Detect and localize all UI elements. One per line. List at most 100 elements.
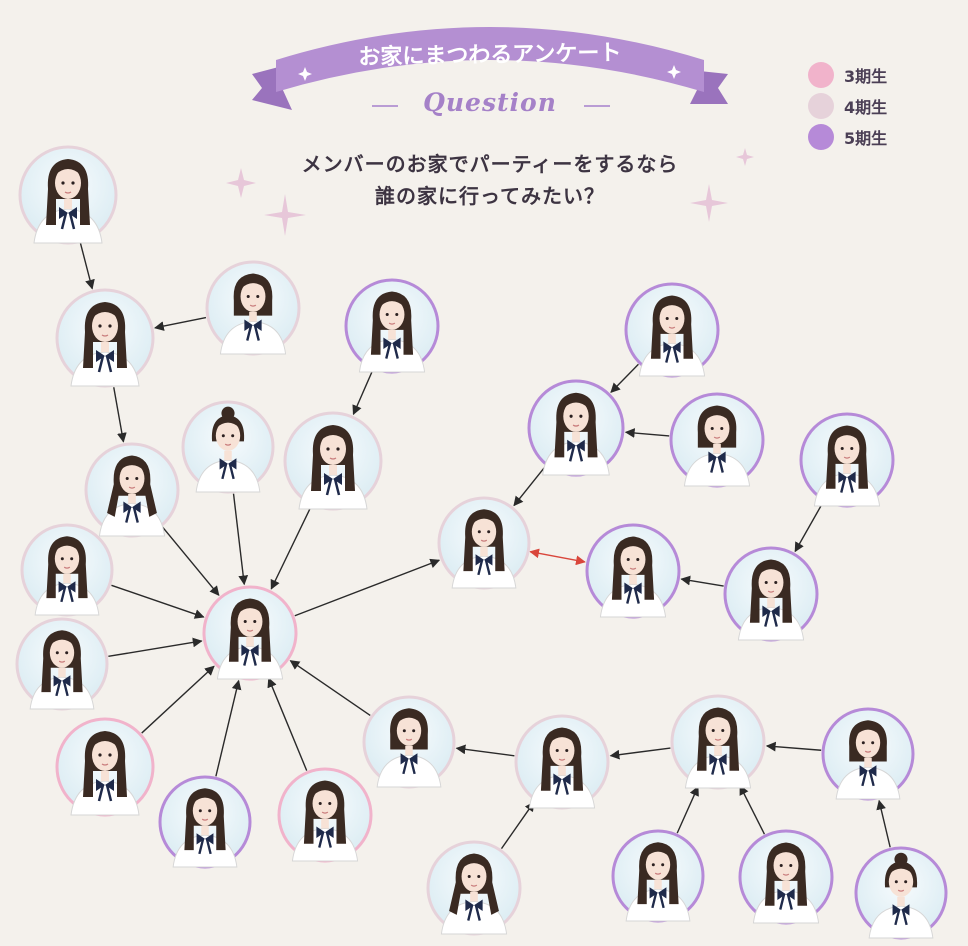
member-portrait [29,630,95,710]
member-node [15,617,109,711]
arrow [141,665,215,734]
arrow [113,387,127,443]
arrow [215,679,242,777]
member-portrait [358,291,426,373]
member-portrait [219,273,287,355]
member-portrait [868,852,934,939]
arrow [739,784,766,835]
member-portrait [528,727,596,809]
member-portrait [752,842,820,924]
arrow [513,465,546,507]
legend-item-gen4: 4期生 [808,93,958,119]
member-portrait [70,302,140,387]
arrow [289,660,371,717]
member-node [437,496,531,590]
member-portrait [216,598,284,680]
sparkle-icon [298,65,681,81]
member-portrait [298,425,368,510]
question-dash-right [584,105,610,107]
arrow [352,369,374,416]
arrow [765,741,822,752]
arrow [108,637,203,658]
member-node [670,694,766,790]
member-node [611,829,705,923]
member-portrait [625,842,691,922]
question-line-1: メンバーのお家でパーティーをするなら [301,152,679,176]
title-banner: お家にまつわるアンケート [252,27,728,110]
member-portrait [451,509,517,589]
arrow [876,799,891,848]
member-node [527,379,625,477]
member-portrait [195,406,261,493]
arrow [680,575,724,587]
member-node [55,288,155,388]
member-node [799,412,895,508]
banner-body [276,27,704,92]
question-line-2: 誰の家に行ってみたい？ [375,184,605,208]
arrow [162,526,220,596]
sparkle-icon [226,148,754,236]
member-node [624,282,720,378]
legend-item-gen3: 3期生 [808,62,958,88]
arrow [609,747,671,760]
member-node [55,717,155,817]
nodes-layer [15,145,948,940]
member-node [20,523,114,617]
member-portrait [599,536,667,618]
member-portrait [33,159,103,244]
question-text: メンバーのお家でパーティーをするなら 誰の家に行ってみたい？ [270,148,710,212]
member-node [202,585,298,681]
legend-swatch [808,62,834,88]
member-node [344,278,440,374]
member-node [854,846,948,940]
banner-title: お家にまつわるアンケート [358,40,622,71]
legend: 3期生 4期生 5期生 [808,62,958,155]
arrow [79,243,95,290]
member-portrait [813,425,881,507]
member-portrait [684,707,752,789]
arrow [624,428,670,438]
member-node [514,714,610,810]
member-portrait [34,536,100,616]
member-node [821,707,915,801]
member-portrait [835,720,901,800]
member-portrait [376,708,442,788]
legend-label: 4期生 [844,98,888,117]
member-node [738,829,834,925]
arrow [294,558,441,617]
member-node [426,840,522,936]
edges-layer [79,243,891,850]
member-node [18,145,118,245]
member-node [158,775,252,869]
member-node [283,411,383,511]
arrow [232,493,249,586]
member-portrait [70,731,140,816]
legend-swatch [808,124,834,150]
member-node [205,260,301,356]
member-portrait [172,788,238,868]
member-portrait [737,559,805,641]
member-node [669,392,765,488]
legend-item-gen5: 5期生 [808,124,958,150]
legend-swatch [808,93,834,119]
legend-label: 3期生 [844,67,888,86]
arrow [676,785,699,834]
member-portrait [98,455,166,537]
arrow [270,505,312,590]
member-portrait [542,392,610,476]
member-portrait [440,853,508,935]
member-node [585,523,681,619]
member-portrait [638,295,706,377]
mutual-arrow [529,548,586,566]
member-node [84,442,180,538]
member-node [181,400,275,494]
question-label: Question [423,88,557,117]
member-portrait [683,405,751,487]
arrow [154,316,207,331]
member-node [277,767,373,863]
arrow [500,801,535,850]
arrow [455,744,515,757]
question-dash-left [372,105,398,107]
legend-label: 5期生 [844,129,888,148]
